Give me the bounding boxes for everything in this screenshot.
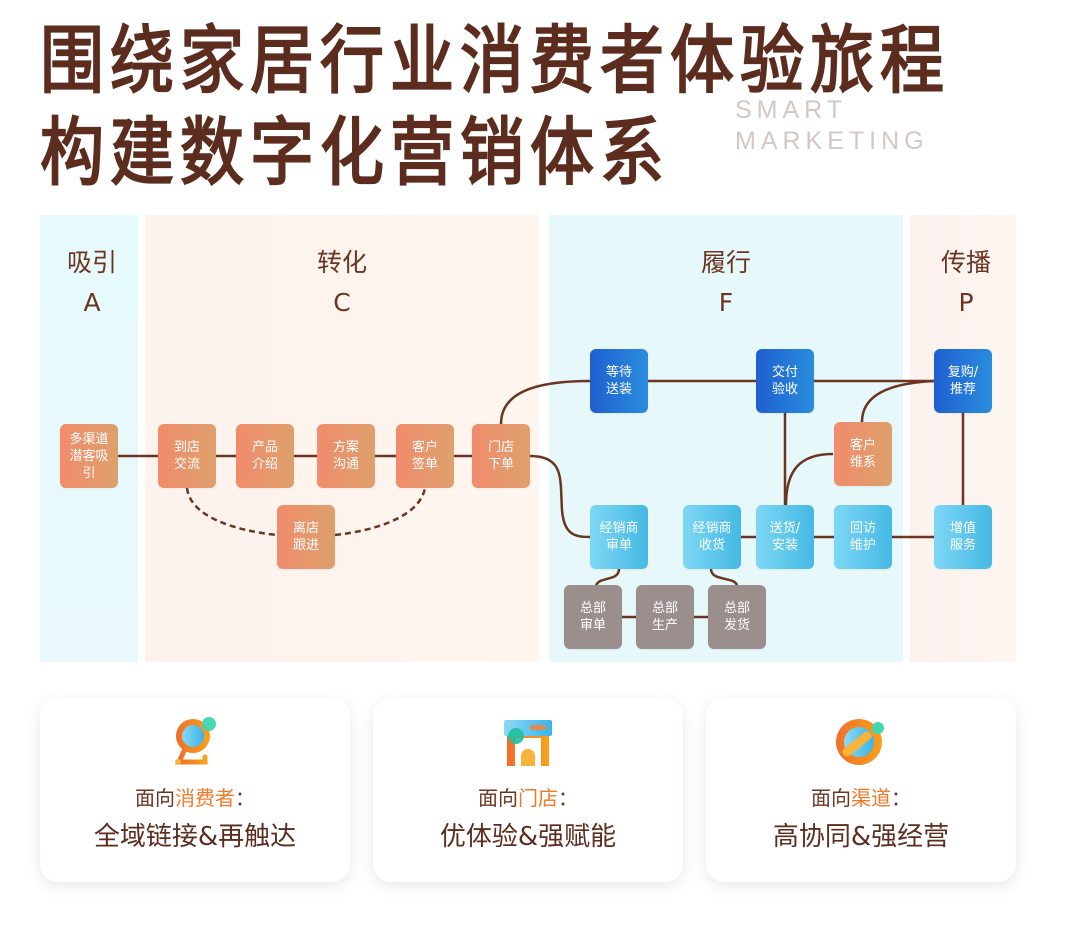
node-customer-maintain[interactable]: 客户维系 (834, 422, 892, 486)
node-product-intro[interactable]: 产品介绍 (236, 424, 294, 488)
node-label: 经销商收货 (692, 521, 732, 553)
card-audience-label: 面向门店： (373, 782, 683, 811)
node-label: 等待送装 (605, 365, 632, 397)
node-hq-ship[interactable]: 总部发货 (708, 585, 766, 649)
subtitle-en-line-2: MARKETING (735, 127, 929, 155)
label-highlight: 消费者 (175, 786, 235, 810)
label-prefix: 面向 (478, 786, 518, 810)
node-label: 回访维护 (849, 521, 876, 553)
node-repurchase-referral[interactable]: 复购/推荐 (934, 349, 992, 413)
label-suffix: ： (235, 786, 255, 810)
node-label: 总部审单 (579, 601, 606, 633)
node-dealer-receive[interactable]: 经销商收货 (683, 505, 741, 569)
stage-letter: C (333, 288, 351, 317)
stage-name: 履行 (700, 248, 751, 277)
node-label: 多渠道潜客吸引 (69, 431, 109, 481)
node-label: 客户签单 (411, 440, 438, 472)
card-slogan: 高协同&强经营 (772, 822, 950, 852)
node-plan-discussion[interactable]: 方案沟通 (317, 424, 375, 488)
node-label: 离店跟进 (292, 521, 319, 553)
node-label: 产品介绍 (251, 440, 278, 472)
label-prefix: 面向 (135, 786, 175, 810)
node-store-visit[interactable]: 到店交流 (158, 424, 216, 488)
node-label: 客户维系 (849, 438, 876, 470)
node-hq-review[interactable]: 总部审单 (564, 585, 622, 649)
node-label: 到店交流 (173, 440, 200, 472)
node-label: 交付验收 (771, 365, 798, 397)
node-label: 增值服务 (949, 521, 976, 553)
label-suffix: ： (891, 786, 911, 810)
label-suffix: ： (558, 786, 578, 810)
stage-header-propagate: 传播 P (910, 243, 1022, 323)
stage-letter: F (718, 288, 734, 317)
node-dealer-review[interactable]: 经销商审单 (590, 505, 648, 569)
store-icon (504, 720, 552, 766)
stage-letter: A (83, 288, 101, 317)
label-prefix: 面向 (811, 786, 851, 810)
node-hq-produce[interactable]: 总部生产 (636, 585, 694, 649)
node-deliver-accept[interactable]: 交付验收 (756, 349, 814, 413)
node-wait-delivery[interactable]: 等待送装 (590, 349, 648, 413)
stage-name: 转化 (316, 248, 367, 277)
node-revisit-maintain[interactable]: 回访维护 (834, 505, 892, 569)
channel-icon (836, 719, 884, 765)
node-label: 门店下单 (487, 440, 514, 472)
card-slogan: 全域链接&再触达 (93, 822, 297, 852)
stage-name: 传播 (940, 248, 991, 277)
main-title-line-1: 围绕家居行业消费者体验旅程 (40, 19, 950, 105)
stage-name: 吸引 (66, 248, 117, 277)
card-channel: 面向渠道： 高协同&强经营 (706, 698, 1016, 882)
main-title-line-2: 构建数字化营销体系 (40, 111, 670, 197)
node-after-visit-followup[interactable]: 离店跟进 (277, 505, 335, 569)
label-highlight: 门店 (518, 786, 558, 810)
node-label: 经销商审单 (599, 521, 639, 553)
node-label: 方案沟通 (332, 440, 359, 472)
node-store-order[interactable]: 门店下单 (472, 424, 530, 488)
node-label: 复购/推荐 (947, 365, 979, 397)
card-store: 面向门店： 优体验&强赋能 (373, 698, 683, 882)
stage-header-attract: 吸引 A (40, 243, 144, 323)
node-label: 总部生产 (651, 601, 678, 633)
card-audience-label: 面向消费者： (40, 782, 350, 811)
node-customer-sign[interactable]: 客户签单 (396, 424, 454, 488)
node-label: 总部发货 (723, 601, 750, 633)
subtitle-en-line-1: SMART (735, 96, 848, 124)
node-ship-install[interactable]: 送货/安装 (756, 505, 814, 569)
node-value-service[interactable]: 增值服务 (934, 505, 992, 569)
stage-header-fulfill: 履行 F (549, 243, 903, 323)
node-label: 送货/安装 (769, 521, 801, 553)
stage-letter: P (958, 288, 974, 317)
magnifier-icon (175, 717, 216, 765)
card-slogan: 优体验&强赋能 (439, 822, 617, 852)
card-audience-label: 面向渠道： (706, 782, 1016, 811)
stage-header-convert: 转化 C (145, 243, 539, 323)
card-consumer: 面向消费者： 全域链接&再触达 (40, 698, 350, 882)
node-multichannel-attract[interactable]: 多渠道潜客吸引 (60, 424, 118, 488)
label-highlight: 渠道 (851, 786, 891, 810)
